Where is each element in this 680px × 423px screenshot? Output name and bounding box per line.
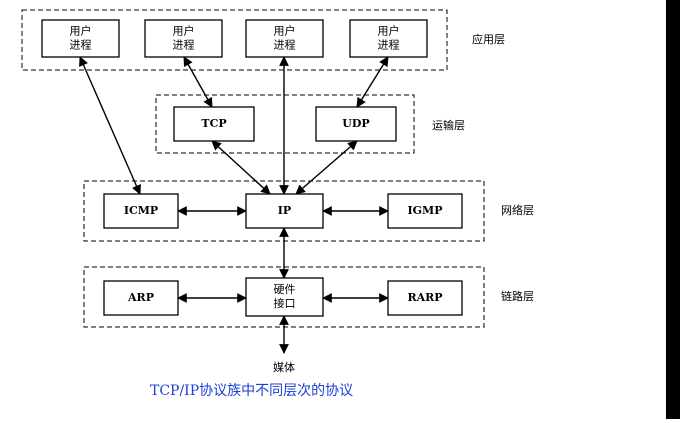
node-label-proc1-0: 用户: [70, 24, 92, 38]
layer-label-link: 链路层: [501, 289, 534, 303]
node-label-proc3-0: 用户: [274, 24, 296, 38]
edge-proc4-udp: [356, 56, 389, 108]
edge-udp-ip: [295, 140, 358, 195]
node-label-proc2-0: 用户: [173, 24, 195, 38]
node-box-hw: [245, 277, 324, 317]
edge-tcp-ip: [211, 140, 271, 195]
node-label-udp-0: UDP: [342, 117, 369, 130]
node-ip: IP: [245, 193, 324, 229]
node-box-arp: [103, 280, 179, 316]
node-label-igmp-0: IGMP: [408, 204, 443, 217]
node-box-rarp: [387, 280, 463, 316]
node-box-udp: [315, 106, 397, 142]
node-label-ip-0: IP: [278, 204, 291, 217]
layer-box-application: [21, 9, 448, 71]
diagram-caption: TCP/IP协议族中不同层次的协议: [150, 383, 353, 399]
node-label-arp-0: ARP: [127, 291, 154, 304]
node-label-proc4-1: 进程: [378, 39, 400, 52]
edges: [79, 56, 389, 354]
node-box-icmp: [103, 193, 179, 229]
node-rarp: RARP: [387, 280, 463, 316]
right-border-strip: [666, 0, 680, 419]
node-icmp: ICMP: [103, 193, 179, 229]
node-igmp: IGMP: [387, 193, 463, 229]
node-label-proc4-0: 用户: [378, 24, 400, 38]
node-box-proc1: [41, 19, 120, 58]
node-box-proc3: [245, 19, 324, 58]
node-label-tcp-0: TCP: [201, 117, 226, 130]
node-box-ip: [245, 193, 324, 229]
node-label-rarp-0: RARP: [407, 291, 442, 304]
layer-label-network: 网络层: [501, 203, 534, 217]
node-udp: UDP: [315, 106, 397, 142]
node-label-icmp-0: ICMP: [124, 204, 158, 217]
edge-proc1-icmp: [79, 56, 141, 195]
medium-label: 媒体: [273, 360, 295, 374]
edge-proc2-tcp: [183, 56, 213, 108]
node-box-tcp: [173, 106, 255, 142]
node-box-proc2: [144, 19, 223, 58]
node-box-proc4: [349, 19, 428, 58]
layer-label-transport: 运输层: [432, 118, 465, 132]
node-label-proc3-1: 进程: [274, 39, 296, 52]
node-tcp: TCP: [173, 106, 255, 142]
node-box-igmp: [387, 193, 463, 229]
node-label-proc1-1: 进程: [70, 39, 92, 52]
node-label-hw-0: 硬件: [274, 283, 296, 296]
node-label-hw-1: 接口: [274, 297, 296, 310]
node-arp: ARP: [103, 280, 179, 316]
layer-label-application: 应用层: [472, 32, 505, 46]
node-label-proc2-1: 进程: [173, 39, 195, 52]
